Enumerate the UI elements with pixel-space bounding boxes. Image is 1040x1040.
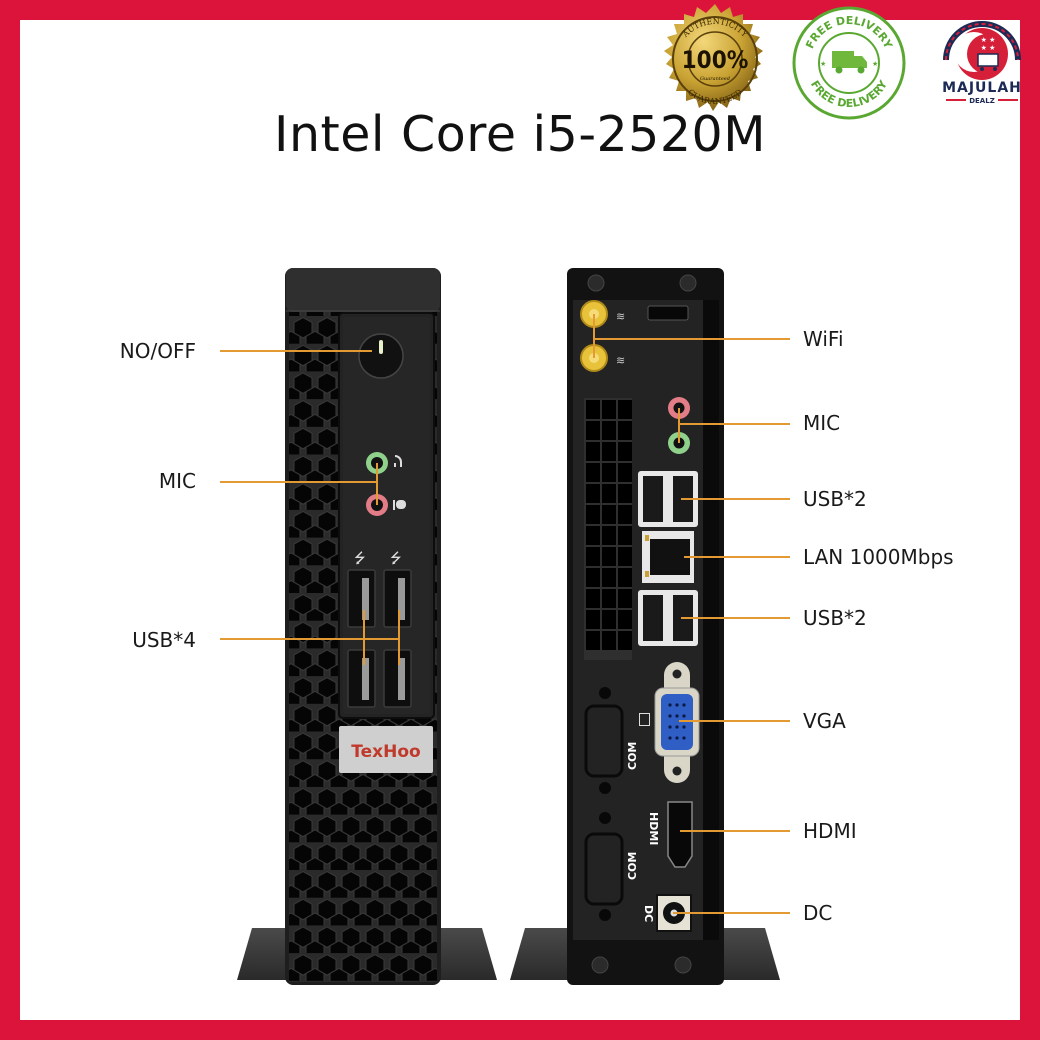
label-dc: DC bbox=[803, 901, 833, 925]
product-canvas bbox=[20, 20, 1020, 1020]
leader-line-dc bbox=[673, 912, 790, 914]
usb-icon: ⭍ bbox=[390, 551, 402, 567]
svg-text:100%: 100% bbox=[682, 46, 749, 74]
rear-usb-bottom bbox=[638, 590, 698, 646]
svg-text:COM: COM bbox=[626, 852, 639, 880]
svg-text:★: ★ bbox=[820, 60, 826, 68]
leader-line-front-mic-v bbox=[376, 463, 378, 505]
leader-line-hdmi bbox=[680, 830, 790, 832]
label-vga: VGA bbox=[803, 709, 846, 733]
rear-vent-grid bbox=[586, 400, 632, 650]
leader-line-front-usb bbox=[220, 638, 400, 640]
svg-text:★ ★: ★ ★ bbox=[981, 36, 996, 44]
power-button[interactable] bbox=[355, 330, 407, 382]
vga-port bbox=[654, 662, 700, 783]
mic-jack bbox=[366, 494, 406, 516]
svg-text:Guaranteed: Guaranteed bbox=[700, 76, 730, 82]
headphone-jack bbox=[366, 452, 402, 474]
leader-line-power bbox=[220, 350, 372, 352]
label-front-usb: USB*4 bbox=[132, 628, 196, 652]
leader-line-front-mic bbox=[220, 481, 376, 483]
svg-text:≋: ≋ bbox=[616, 354, 625, 367]
leader-line-wifi bbox=[594, 338, 790, 340]
leader-line-usb-top bbox=[681, 498, 790, 500]
svg-text:★ ★: ★ ★ bbox=[981, 44, 996, 52]
label-usb-top: USB*2 bbox=[803, 487, 867, 511]
leader-line-vga bbox=[679, 720, 790, 722]
label-lan: LAN 1000Mbps bbox=[803, 545, 954, 569]
label-usb-bottom: USB*2 bbox=[803, 606, 867, 630]
svg-text:DC: DC bbox=[642, 905, 655, 922]
authenticity-seal-icon: AUTHENTICITY GUARANTEED 100% Guaranteed bbox=[664, 4, 763, 111]
usb-icon: ⭍ bbox=[354, 551, 366, 567]
label-wifi: WiFi bbox=[803, 327, 844, 351]
leader-line-rear-mic-v bbox=[678, 408, 680, 443]
front-usb-ports bbox=[347, 569, 412, 708]
leader-line-wifi-v bbox=[593, 314, 595, 358]
leader-line-rear-mic bbox=[679, 423, 790, 425]
leader-line-front-usb-v2 bbox=[398, 610, 400, 665]
svg-text:COM: COM bbox=[626, 742, 639, 770]
leader-line-front-usb-v1 bbox=[363, 610, 365, 665]
label-rear-mic: MIC bbox=[803, 411, 841, 435]
monitor-icon bbox=[639, 713, 650, 726]
hdmi-port bbox=[667, 801, 693, 868]
majulah-dealz-logo: ★ ★ ★ ★ MAJULAH DEALZ bbox=[942, 21, 1022, 105]
label-front-mic: MIC bbox=[158, 469, 196, 493]
label-hdmi: HDMI bbox=[803, 819, 857, 843]
leader-line-usb-bottom bbox=[681, 617, 790, 619]
leader-line-lan bbox=[684, 556, 790, 558]
svg-text:DEALZ: DEALZ bbox=[969, 97, 995, 105]
free-delivery-stamp-icon: FREE DELIVERY FREE DELIVERY ★ ★ bbox=[792, 6, 906, 120]
product-title: Intel Core i5-2520M bbox=[274, 106, 766, 163]
label-power: NO/OFF bbox=[119, 339, 196, 363]
brand-label: TexHoo bbox=[351, 742, 420, 762]
svg-text:≋: ≋ bbox=[616, 310, 625, 323]
svg-text:HDMI: HDMI bbox=[647, 812, 660, 845]
svg-text:★: ★ bbox=[872, 60, 878, 68]
svg-text:MAJULAH: MAJULAH bbox=[942, 80, 1022, 96]
